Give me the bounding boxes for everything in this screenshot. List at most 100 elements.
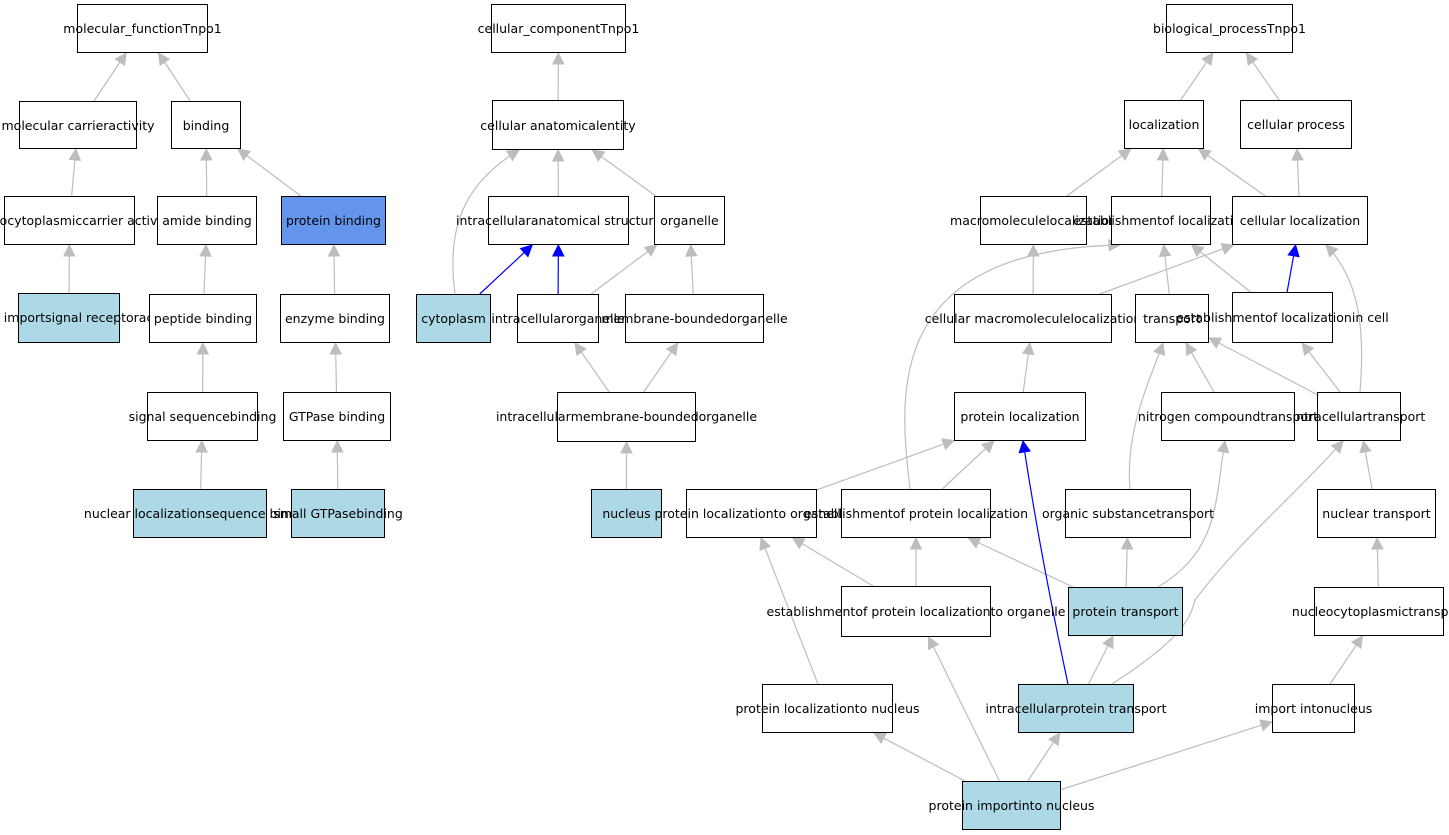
- edge-ploc-org-to-prot-loc: [816, 439, 955, 491]
- node-label-line: protein transport: [1060, 701, 1167, 716]
- node-label-line: to organelle: [990, 603, 1066, 619]
- edge-enzyme-binding-to-protein-binding-arrowhead: [327, 243, 341, 257]
- node-label-line: localization: [1070, 311, 1142, 326]
- node-nucleocytoplasmic-transport[interactable]: nucleocytoplasmictransport: [1292, 587, 1449, 636]
- node-label-line: of protein localization: [892, 506, 1028, 521]
- node-binding[interactable]: binding: [171, 101, 241, 149]
- edge-prot-import-nuc-to-ploc-nuc-arrowhead: [872, 732, 888, 744]
- edge-cytoplasm-to-ias: [479, 244, 533, 295]
- edge-prot-transport-to-nitro-transport-arrowhead: [1216, 439, 1230, 454]
- node-label-line: cellular_component: [477, 21, 601, 36]
- node-nucleocytoplasmic-carrier-activity[interactable]: nucleocytoplasmiccarrier activity: [0, 196, 173, 245]
- edge-small-gtpase-to-gtpase-binding-arrowhead: [331, 439, 344, 453]
- node-label-line: transport: [1156, 506, 1215, 521]
- edge-intra-transport-to-transport: [1208, 337, 1318, 396]
- edge-intra-prot-transport-to-prot-transport-arrowhead: [1102, 635, 1114, 650]
- node-label-line: signal receptor: [45, 310, 139, 325]
- node-gtpase-binding[interactable]: GTPase binding: [283, 392, 391, 441]
- node-protein-localization[interactable]: protein localization: [954, 392, 1086, 441]
- node-cellular-process[interactable]: cellular process: [1240, 100, 1352, 149]
- node-enzyme-binding[interactable]: enzyme binding: [280, 294, 390, 343]
- node-protein-binding[interactable]: protein binding: [281, 196, 386, 245]
- edge-gtpase-binding-to-enzyme-binding-arrowhead: [329, 341, 343, 355]
- node-peptide-binding[interactable]: peptide binding: [149, 294, 257, 343]
- edge-prot-import-nuc-to-import-nuc-arrowhead: [1259, 719, 1274, 732]
- node-label-line: GTPase binding: [288, 409, 386, 424]
- node-label-line: nuclear import: [0, 310, 46, 325]
- node-label-line: macromolecule: [950, 213, 1047, 228]
- node-label-line: into nucleus: [1018, 798, 1095, 813]
- edge-est-ploc-org-to-ploc-org: [792, 537, 874, 587]
- edge-protein-binding-to-binding: [237, 148, 302, 197]
- node-amide-binding[interactable]: amide binding: [157, 196, 257, 245]
- node-localization[interactable]: localization: [1124, 100, 1204, 149]
- edge-prot-transport-to-est-ploc-arrowhead: [967, 537, 982, 549]
- node-label-line: organelle: [566, 311, 625, 326]
- node-label-line: cellular macromolecule: [924, 311, 1071, 326]
- node-organelle[interactable]: organelle: [654, 196, 725, 245]
- node-cytoplasm[interactable]: cytoplasm: [416, 294, 491, 343]
- edge-cytoplasm-to-cae-arrowhead: [505, 149, 520, 162]
- node-label-line: activity: [108, 117, 155, 133]
- node-label-line: intracellular: [491, 311, 567, 326]
- edge-est-loc-to-localization-arrowhead: [1156, 147, 1170, 161]
- edge-nisr-to-nc-carrier-arrowhead: [63, 243, 76, 257]
- edge-macro-loc-to-localization-arrowhead: [1117, 148, 1132, 161]
- node-label-line: of localization: [1265, 309, 1352, 325]
- node-label-line: establishment: [804, 506, 893, 521]
- edge-macro-loc-to-localization: [1066, 148, 1132, 197]
- node-nuclear-transport[interactable]: nuclear transport: [1317, 489, 1436, 538]
- edge-prot-import-nuc-to-ploc-nuc: [873, 732, 966, 782]
- edge-cmacro-loc-to-macro-loc-arrowhead: [1027, 243, 1040, 257]
- node-nucleus[interactable]: nucleus: [591, 489, 662, 538]
- node-label-line: to nucleus: [854, 701, 920, 716]
- node-label-line: nucleocytoplasmic: [1291, 604, 1409, 619]
- node-label-line: localization: [1128, 117, 1200, 132]
- node-transport[interactable]: transport: [1135, 294, 1209, 343]
- edge-prot-import-nuc-to-intra-prot-transport-arrowhead: [1048, 732, 1061, 747]
- edge-signal-seq-to-peptide-binding-arrowhead: [196, 341, 210, 355]
- edge-prot-import-nuc-to-est-ploc-org-arrowhead: [927, 635, 940, 651]
- node-protein-transport[interactable]: protein transport: [1068, 587, 1183, 636]
- edge-est-loc-cell-to-cell-loc-arrowhead: [1287, 243, 1300, 258]
- node-label-line: intracellular: [456, 213, 531, 228]
- node-label-line: protein localization: [735, 701, 855, 716]
- edge-protein-binding-to-binding-arrowhead: [237, 148, 252, 161]
- node-label-line: molecular_function: [63, 21, 183, 36]
- edge-intra-org-to-organelle-arrowhead: [643, 244, 658, 257]
- node-label-line: nucleus: [602, 506, 651, 521]
- node-cellular-localization[interactable]: cellular localization: [1232, 196, 1368, 245]
- edge-intra-transport-to-cell-loc-arrowhead: [1325, 244, 1339, 258]
- node-label-line: binding: [356, 506, 403, 521]
- edge-cellular-process-to-bp-root-arrowhead: [1245, 52, 1259, 67]
- edge-cytoplasm-to-ias-arrowhead: [519, 244, 534, 258]
